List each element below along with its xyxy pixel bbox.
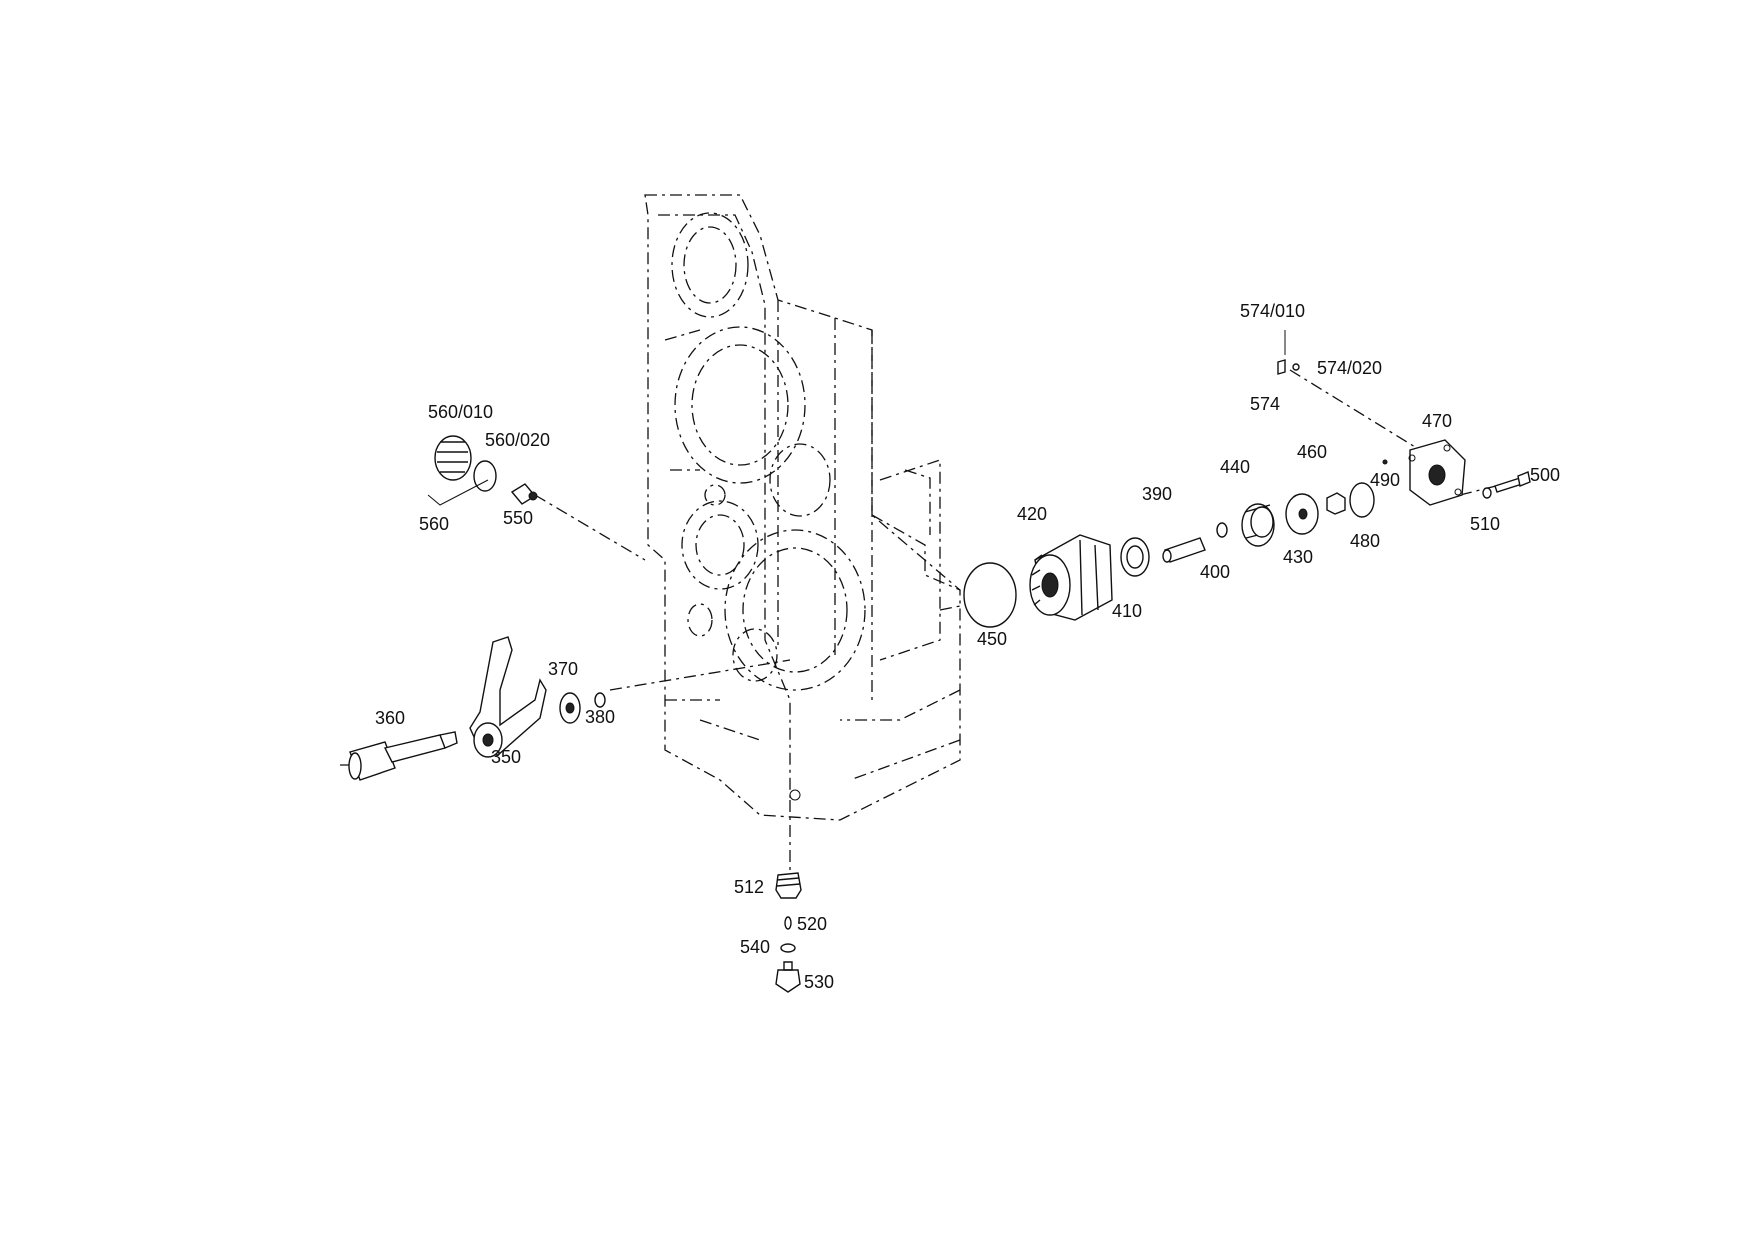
label-480: 480 xyxy=(1350,531,1380,551)
part-510-washer xyxy=(1482,487,1492,499)
part-400-ring xyxy=(1216,522,1228,538)
label-360: 360 xyxy=(375,708,405,728)
label-500: 500 xyxy=(1530,465,1560,485)
label-560: 560 xyxy=(419,514,449,534)
part-430-gear xyxy=(1285,493,1319,535)
label-560-010: 560/010 xyxy=(428,402,493,422)
label-574-020: 574/020 xyxy=(1317,358,1382,378)
part-380-ring xyxy=(594,692,606,708)
label-370: 370 xyxy=(548,659,578,679)
part-560-cap xyxy=(427,435,497,506)
label-574: 574 xyxy=(1250,394,1280,414)
part-370-washer xyxy=(559,692,581,724)
part-490-pin xyxy=(1382,459,1388,465)
part-574-pin xyxy=(1277,359,1300,375)
label-560-020: 560/020 xyxy=(485,430,550,450)
label-510: 510 xyxy=(1470,514,1500,534)
label-460: 460 xyxy=(1297,442,1327,462)
part-500-bolt xyxy=(1494,471,1531,493)
transmission-housing xyxy=(644,194,961,821)
label-420: 420 xyxy=(1017,504,1047,524)
part-360-shift-rod xyxy=(348,731,458,781)
label-574-010: 574/010 xyxy=(1240,301,1305,321)
label-380: 380 xyxy=(585,707,615,727)
label-350: 350 xyxy=(491,747,521,767)
part-470-cover xyxy=(1408,439,1466,506)
label-430: 430 xyxy=(1283,547,1313,567)
label-410: 410 xyxy=(1112,601,1142,621)
part-540-oring xyxy=(780,943,796,953)
label-390: 390 xyxy=(1142,484,1172,504)
label-400: 400 xyxy=(1200,562,1230,582)
label-520: 520 xyxy=(797,914,827,934)
part-512-plug xyxy=(775,872,802,899)
label-450: 450 xyxy=(977,629,1007,649)
label-530: 530 xyxy=(804,972,834,992)
part-550-plug xyxy=(510,483,538,505)
part-410-seal xyxy=(1120,537,1150,577)
part-450-oring xyxy=(963,562,1017,628)
part-520-spring xyxy=(784,916,792,930)
part-530-plug xyxy=(775,961,801,993)
label-490: 490 xyxy=(1370,470,1400,490)
label-540: 540 xyxy=(740,937,770,957)
assembly-lines xyxy=(340,330,1501,880)
part-480-oring xyxy=(1349,482,1375,518)
part-labels: 560/010 560/020 560 550 360 350 370 380 … xyxy=(375,301,1560,992)
part-440-bearing-ring xyxy=(1241,503,1275,547)
label-550: 550 xyxy=(503,508,533,528)
label-440: 440 xyxy=(1220,457,1250,477)
label-470: 470 xyxy=(1422,411,1452,431)
label-512: 512 xyxy=(734,877,764,897)
part-460-nut xyxy=(1326,492,1346,515)
part-350-shift-fork xyxy=(469,636,547,758)
part-390-pin xyxy=(1162,537,1206,563)
part-420-pump-housing xyxy=(1029,534,1113,621)
